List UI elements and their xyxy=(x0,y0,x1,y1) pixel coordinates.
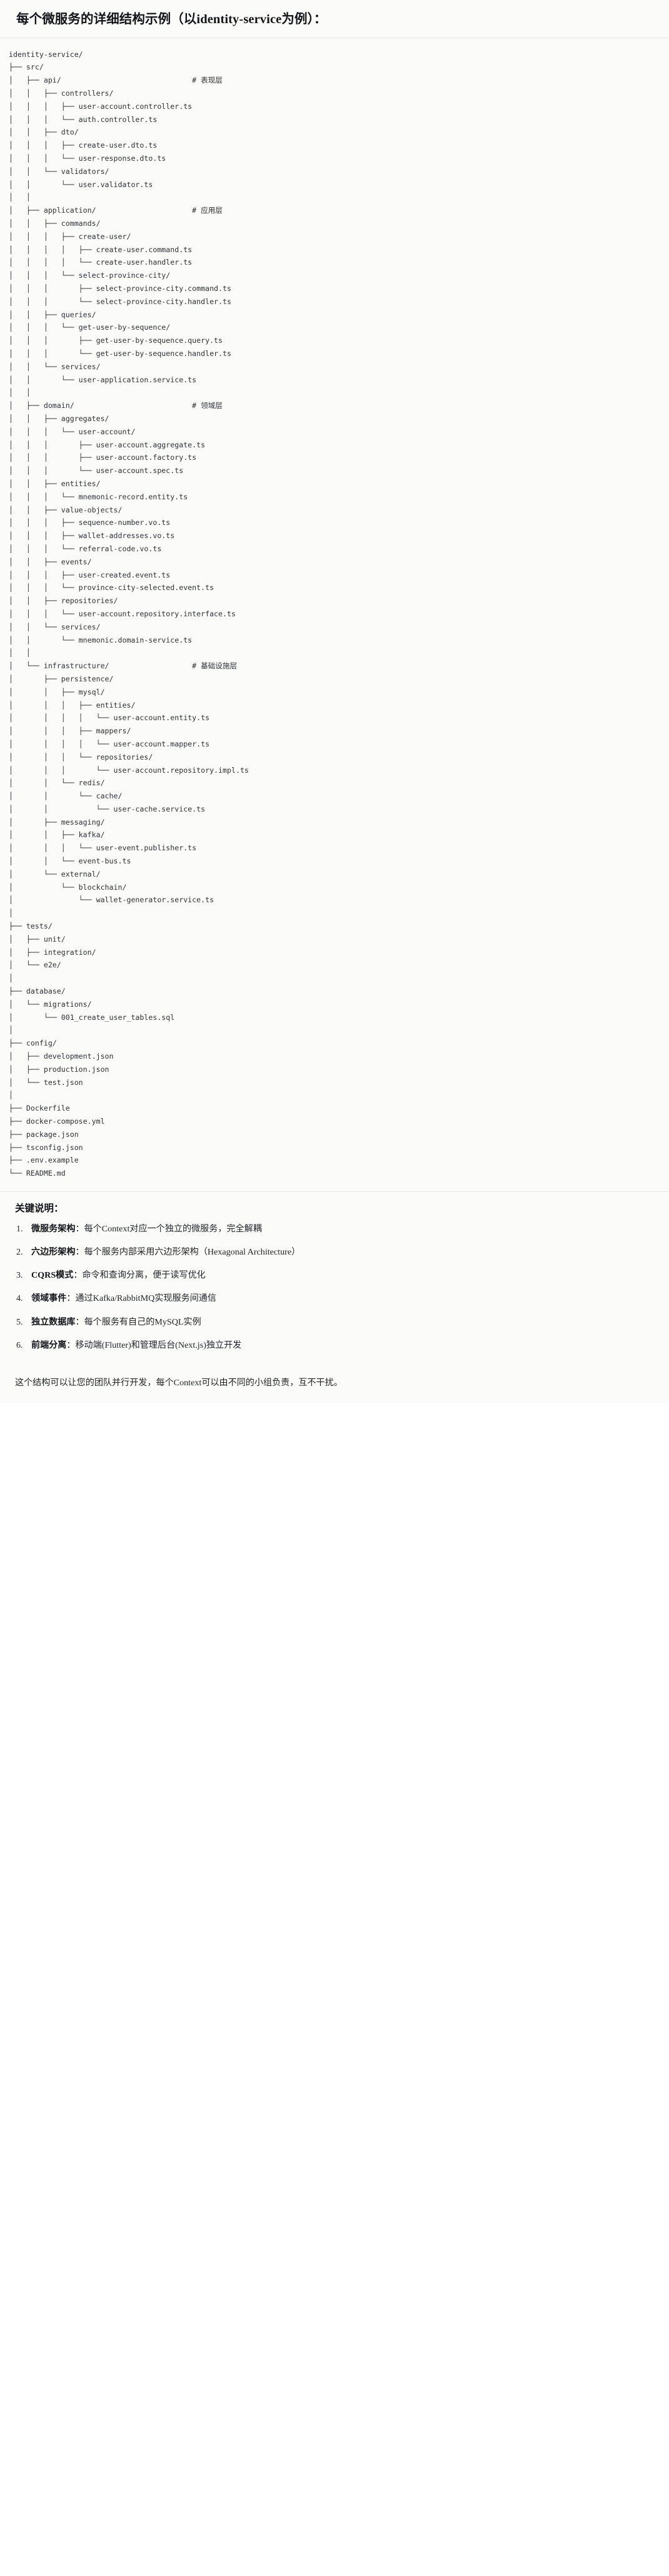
key-points-heading: 关键说明： xyxy=(15,1203,64,1214)
key-separator: ： xyxy=(73,1270,83,1281)
key-description: 每个Context对应一个独立的微服务，完全解耦 xyxy=(84,1224,262,1234)
directory-tree-block: identity-service/ ├── src/ │ ├── api/ # … xyxy=(0,38,669,1192)
list-item: 微服务架构：每个Context对应一个独立的微服务，完全解耦 xyxy=(16,1223,654,1236)
key-description: 通过Kafka/RabbitMQ实现服务间通信 xyxy=(75,1293,216,1304)
key-term: 领域事件 xyxy=(31,1293,67,1304)
key-separator: ： xyxy=(75,1224,84,1234)
key-term: 六边形架构 xyxy=(31,1247,76,1258)
key-description: 命令和查询分离，便于读写优化 xyxy=(82,1270,206,1281)
list-item: CQRS模式：命令和查询分离，便于读写优化 xyxy=(16,1269,654,1282)
key-points-list: 微服务架构：每个Context对应一个独立的微服务，完全解耦 六边形架构：每个服… xyxy=(15,1223,654,1352)
key-term: 前端分离 xyxy=(31,1340,67,1350)
directory-tree: identity-service/ ├── src/ │ ├── api/ # … xyxy=(9,49,249,1178)
list-item: 领域事件：通过Kafka/RabbitMQ实现服务间通信 xyxy=(16,1292,654,1305)
key-separator: ： xyxy=(66,1340,76,1350)
list-item: 独立数据库：每个服务有自己的MySQL实例 xyxy=(16,1316,654,1329)
key-description: 每个服务有自己的MySQL实例 xyxy=(84,1316,201,1327)
key-separator: ： xyxy=(75,1247,84,1258)
list-item: 六边形架构：每个服务内部采用六边形架构（Hexagonal Architectu… xyxy=(16,1246,654,1259)
key-term: 微服务架构 xyxy=(31,1224,76,1234)
document-page: 每个微服务的详细结构示例（以identity-service为例）： ident… xyxy=(0,0,669,1403)
key-separator: ： xyxy=(66,1293,76,1304)
key-term: CQRS模式 xyxy=(31,1270,74,1281)
key-points-section: 关键说明： 微服务架构：每个Context对应一个独立的微服务，完全解耦 六边形… xyxy=(0,1192,669,1366)
key-description: 移动端(Flutter)和管理后台(Next.js)独立开发 xyxy=(75,1340,242,1350)
key-term: 独立数据库 xyxy=(31,1316,76,1327)
list-item: 前端分离：移动端(Flutter)和管理后台(Next.js)独立开发 xyxy=(16,1339,654,1352)
key-description: 每个服务内部采用六边形架构（Hexagonal Architecture） xyxy=(84,1247,301,1258)
footer-note: 这个结构可以让您的团队并行开发，每个Context可以由不同的小组负责，互不干扰… xyxy=(0,1365,669,1404)
page-title: 每个微服务的详细结构示例（以identity-service为例）： xyxy=(0,0,669,38)
key-separator: ： xyxy=(75,1316,84,1327)
